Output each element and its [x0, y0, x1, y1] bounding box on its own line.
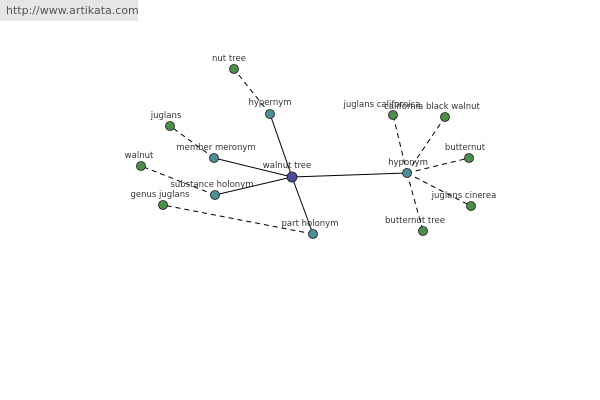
node-genus-juglans[interactable]: [158, 200, 168, 210]
label-hyponym[interactable]: hyponym: [388, 158, 428, 168]
edge-walnut-tree-hypernym: [269, 113, 293, 178]
node-juglans-californica[interactable]: [388, 110, 398, 120]
label-juglans-californica[interactable]: juglans californica: [342, 100, 420, 110]
graph-labels: walnut tree hypernym nut tree member merony…: [125, 54, 497, 229]
edge-hyponym-butternut-tree: [406, 172, 424, 232]
edge-walnut-tree-hyponym: [291, 172, 408, 178]
node-member-meronym[interactable]: [209, 153, 219, 163]
node-substance-holonym[interactable]: [210, 190, 220, 200]
node-juglans[interactable]: [165, 121, 175, 131]
label-butternut[interactable]: butternut: [445, 143, 486, 153]
edge-substance-holonym-walnut: [140, 165, 216, 196]
graph-edges: [140, 68, 472, 235]
graph-nodes: [136, 64, 476, 239]
label-substance-holonym[interactable]: substance holonym: [170, 180, 253, 190]
edge-hypernym-nut-tree: [233, 68, 271, 115]
edge-member-meronym-juglans: [169, 125, 215, 159]
source-url-banner[interactable]: http://www.artikata.com: [0, 0, 138, 21]
node-walnut-tree[interactable]: [286, 171, 298, 183]
label-member-meronym[interactable]: member meronym: [176, 143, 255, 153]
node-nut-tree[interactable]: [229, 64, 239, 74]
label-butternut-tree[interactable]: butternut tree: [385, 216, 445, 226]
node-walnut[interactable]: [136, 161, 146, 171]
edge-hyponym-california-black-walnut: [406, 116, 446, 174]
edge-hyponym-juglans-californica: [392, 114, 408, 174]
label-genus-juglans[interactable]: genus juglans: [130, 190, 190, 200]
label-juglans[interactable]: juglans: [150, 111, 182, 121]
node-butternut-tree[interactable]: [418, 226, 428, 236]
edge-hyponym-juglans-cinerea: [406, 172, 472, 207]
node-part-holonym[interactable]: [308, 229, 318, 239]
edge-hyponym-butternut: [406, 157, 470, 174]
node-butternut[interactable]: [464, 153, 474, 163]
label-hypernym[interactable]: hypernym: [248, 98, 291, 108]
node-california-black-walnut[interactable]: [440, 112, 450, 122]
edge-walnut-tree-part-holonym: [291, 176, 314, 235]
node-hyponym[interactable]: [402, 168, 412, 178]
label-juglans-cinerea[interactable]: juglans cinerea: [431, 191, 497, 201]
label-part-holonym[interactable]: part holonym: [282, 219, 339, 229]
label-nut-tree[interactable]: nut tree: [212, 54, 246, 64]
node-hypernym[interactable]: [265, 109, 275, 119]
label-walnut-tree[interactable]: walnut tree: [263, 161, 311, 171]
edge-part-holonym-genus-juglans: [162, 204, 314, 235]
edge-walnut-tree-member-meronym: [213, 157, 293, 178]
edge-walnut-tree-substance-holonym: [214, 176, 293, 196]
label-walnut[interactable]: walnut: [125, 151, 154, 161]
node-juglans-cinerea[interactable]: [466, 201, 476, 211]
label-california-black-walnut[interactable]: california black walnut: [384, 102, 480, 112]
